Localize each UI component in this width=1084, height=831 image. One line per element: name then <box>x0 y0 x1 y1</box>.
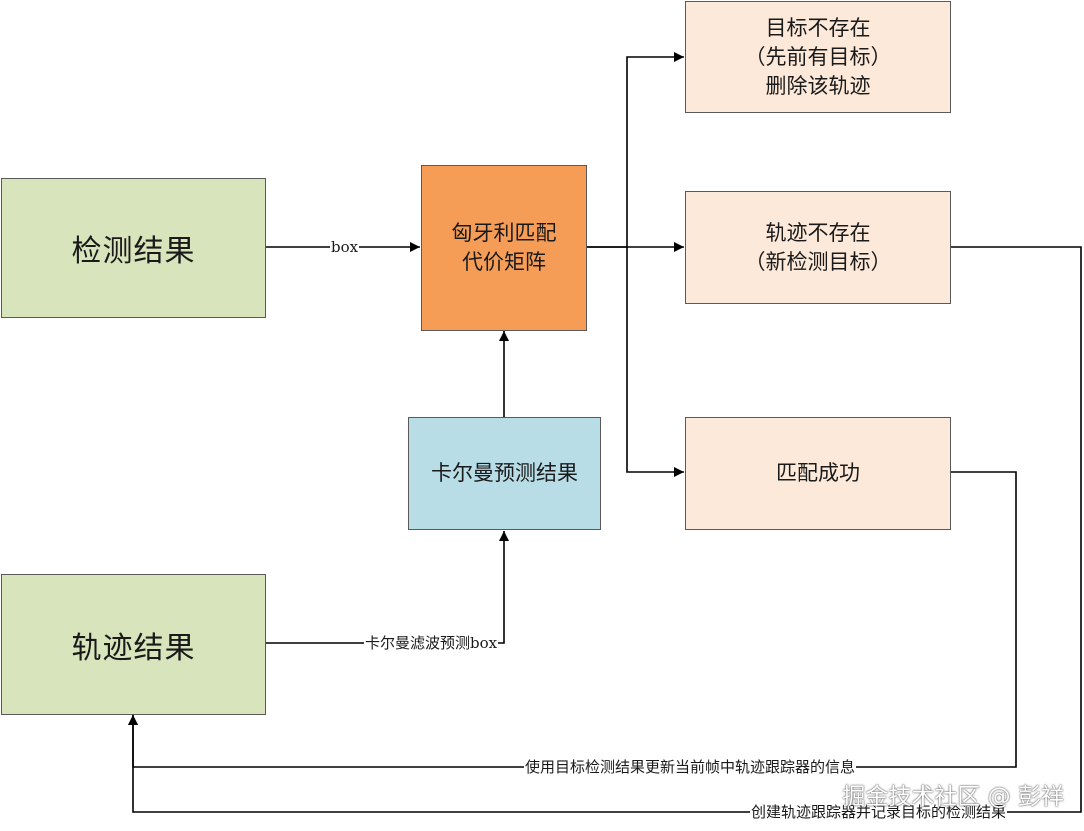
kalman-prediction-box: 卡尔曼预测结果 <box>408 417 601 530</box>
matched-box: 匹配成功 <box>685 417 951 530</box>
track-result-label: 轨迹结果 <box>71 630 196 666</box>
track-result-box: 轨迹结果 <box>1 574 266 715</box>
edge-label-kalman-box: 卡尔曼滤波预测box <box>364 634 499 652</box>
detection-result-label: 检测结果 <box>71 234 196 269</box>
matched-label: 匹配成功 <box>776 461 860 485</box>
edge-label-create-tracker: 创建轨迹跟踪器并记录目标的检测结果 <box>750 803 1008 821</box>
edge-tracks-to-kalman <box>266 531 509 644</box>
edge-label-box: box <box>330 238 360 256</box>
edge-track-missing-to-tracks <box>128 246 1082 813</box>
watermark: 掘金技术社区 @ 彭祥 <box>842 784 1064 810</box>
target-missing-label: 目标不存在 （先前有目标） 删除该轨迹 <box>744 15 892 98</box>
hungarian-matching-label: 匈牙利匹配 代价矩阵 <box>451 221 557 274</box>
target-missing-box: 目标不存在 （先前有目标） 删除该轨迹 <box>685 1 951 113</box>
edge-hungarian-to-matched <box>626 247 684 477</box>
track-missing-label: 轨迹不存在 （新检测目标） <box>744 220 892 274</box>
edge-label-update-info: 使用目标检测结果更新当前帧中轨迹跟踪器的信息 <box>524 758 857 776</box>
edge-hungarian-to-target-missing <box>626 52 684 247</box>
kalman-prediction-label: 卡尔曼预测结果 <box>431 461 578 485</box>
detection-result-box: 检测结果 <box>1 178 266 318</box>
track-missing-box: 轨迹不存在 （新检测目标） <box>685 191 951 304</box>
hungarian-matching-box: 匈牙利匹配 代价矩阵 <box>421 165 587 331</box>
